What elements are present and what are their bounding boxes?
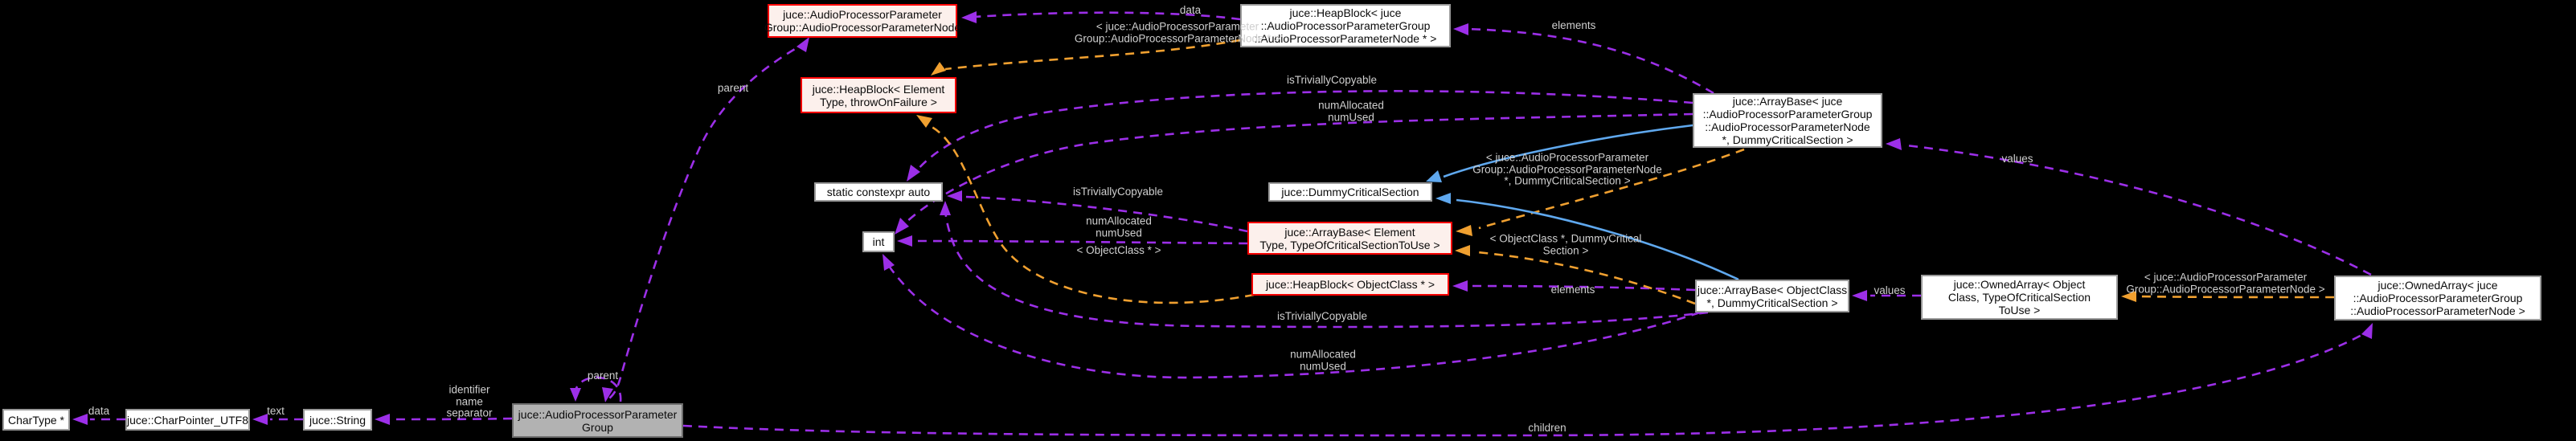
arrowhead-tmpl-o2 <box>916 115 932 128</box>
edge-tmpl-o3 <box>1476 251 1696 305</box>
arrowhead-inherit-b1 <box>1426 170 1442 182</box>
edge-label-numallocated-2: numAllocated numUsed <box>1086 214 1152 239</box>
arrowhead-values-top <box>1886 138 1902 150</box>
node-heapblock-element[interactable]: juce::HeapBlock< Element Type, throwOnFa… <box>801 77 956 113</box>
arrowhead-istc-lower <box>940 201 951 215</box>
node-arraybase-objectclass[interactable]: juce::ArrayBase< ObjectClass *, DummyCri… <box>1695 280 1849 312</box>
edge-label-istriviallycopyable-3: isTriviallyCopyable <box>1276 309 1368 322</box>
node-int[interactable]: int <box>862 231 895 252</box>
node-ownedarray-node[interactable]: juce::OwnedArray< juce ::AudioProcessorP… <box>2334 276 2541 321</box>
arrowhead-identifier <box>375 414 390 425</box>
edge-label-tmpl-objectclass-dummy: < ObjectClass *, DummyCritical Section > <box>1489 232 1642 256</box>
edge-inherit-b1 <box>1443 124 1693 178</box>
edge-istc-middle <box>964 195 1248 233</box>
arrowhead-elements-top <box>1453 23 1468 35</box>
arrowhead-tmpl-o1 <box>931 62 946 76</box>
edge-children <box>682 331 2367 437</box>
node-heapblock-objectclass[interactable]: juce::HeapBlock< ObjectClass * > <box>1251 273 1449 296</box>
edge-elements-top <box>1465 27 1714 95</box>
edge-label-children: children <box>1528 421 1566 434</box>
node-charpointer-utf8[interactable]: juce::CharPointer_UTF8 <box>125 409 250 431</box>
edge-label-numallocated-3: numAllocated numUsed <box>1290 348 1356 372</box>
edge-label-numallocated-1: numAllocated numUsed <box>1318 99 1384 123</box>
arrowhead-text <box>252 414 268 425</box>
arrowhead-parent-self <box>570 388 581 402</box>
node-chartype-ptr[interactable]: CharType * <box>2 409 70 431</box>
edge-elements-bottom <box>1470 284 1696 292</box>
node-string[interactable]: juce::String <box>303 409 372 431</box>
arrowhead-tmpl-o3 <box>1455 245 1470 256</box>
arrowhead-values-bottom <box>1852 290 1867 301</box>
edge-label-data-bottom: data <box>88 404 110 417</box>
edge-istc-upper <box>911 90 1693 176</box>
edge-label-parent-self: parent <box>587 369 619 382</box>
edge-values-top <box>1906 144 2372 276</box>
edge-label-values-bottom: values <box>1874 284 1906 296</box>
edge-tmpl-o5 <box>2139 295 2335 299</box>
edge-label-text: text <box>267 404 285 417</box>
edge-inherit-b2 <box>1456 198 1739 281</box>
node-main-group[interactable]: juce::AudioProcessorParameter Group <box>512 403 683 438</box>
arrowhead-istc-middle <box>947 190 962 202</box>
arrowhead-parent-node <box>797 37 809 52</box>
edge-tmpl-o4 <box>1478 148 1745 230</box>
arrowhead-tmpl-o4 <box>1456 225 1472 236</box>
arrowhead-data-top <box>961 11 977 23</box>
edge-numalloc-middle <box>915 239 1248 245</box>
arrowhead-children <box>2361 323 2373 339</box>
edge-label-tmpl-objectclass-ptr: < ObjectClass * > <box>1076 243 1161 256</box>
edge-parent-self <box>573 376 622 402</box>
arrowhead-numalloc-middle <box>897 235 912 247</box>
edge-label-istriviallycopyable-2: isTriviallyCopyable <box>1072 185 1164 198</box>
node-arraybase-node-ptr[interactable]: juce::ArrayBase< juce ::AudioProcessorPa… <box>1693 93 1882 148</box>
arrowhead-istc-upper <box>907 165 920 182</box>
edge-label-istriviallycopyable-1: isTriviallyCopyable <box>1286 73 1378 86</box>
edge-parent-node <box>608 40 809 399</box>
arrowhead-data-bottom <box>72 414 88 425</box>
node-static-constexpr-auto[interactable]: static constexpr auto <box>814 182 943 202</box>
edge-label-tmpl-ownedarray-node: < juce::AudioProcessorParameter Group::A… <box>2126 271 2325 295</box>
edge-label-data-top: data <box>1179 3 1202 16</box>
node-dummy-critical-section[interactable]: juce::DummyCriticalSection <box>1268 182 1432 202</box>
node-arraybase-element[interactable]: juce::ArrayBase< Element Type, TypeOfCri… <box>1247 222 1452 255</box>
arrowhead-numalloc-lower <box>883 254 895 271</box>
edge-label-tmpl-node-dummy: < juce::AudioProcessorParameter Group::A… <box>1472 151 1662 187</box>
edge-data-top <box>973 11 1241 21</box>
edge-tmpl-o2 <box>926 123 1255 304</box>
edge-label-elements-bottom: elements <box>1550 283 1595 296</box>
edge-label-tmpl-node-ptr: < juce::AudioProcessorParameter Group::A… <box>1074 20 1281 44</box>
edge-label-elements-top: elements <box>1551 18 1596 31</box>
arrowhead-inherit-b2 <box>1435 193 1451 204</box>
arrowhead-tmpl-o5 <box>2121 291 2136 302</box>
edge-label-parent-node: parent <box>717 81 749 94</box>
arrowhead-numalloc-upper <box>895 218 909 235</box>
node-ownedarray-generic[interactable]: juce::OwnedArray< Object Class, TypeOfCr… <box>1921 275 2118 320</box>
arrowhead-parent-node-end <box>602 387 613 402</box>
node-param-node[interactable]: juce::AudioProcessorParameter Group::Aud… <box>764 4 960 38</box>
edge-label-values-top: values <box>2001 152 2033 165</box>
edge-label-identifier-name-separator: identifier name separator <box>446 383 493 419</box>
edge-istc-lower <box>944 206 1709 329</box>
arrowhead-elements-bottom <box>1452 280 1468 292</box>
edge-tmpl-o1 <box>944 39 1241 71</box>
node-heapblock-node-ptr[interactable]: juce::HeapBlock< juce ::AudioProcessorPa… <box>1240 4 1451 47</box>
